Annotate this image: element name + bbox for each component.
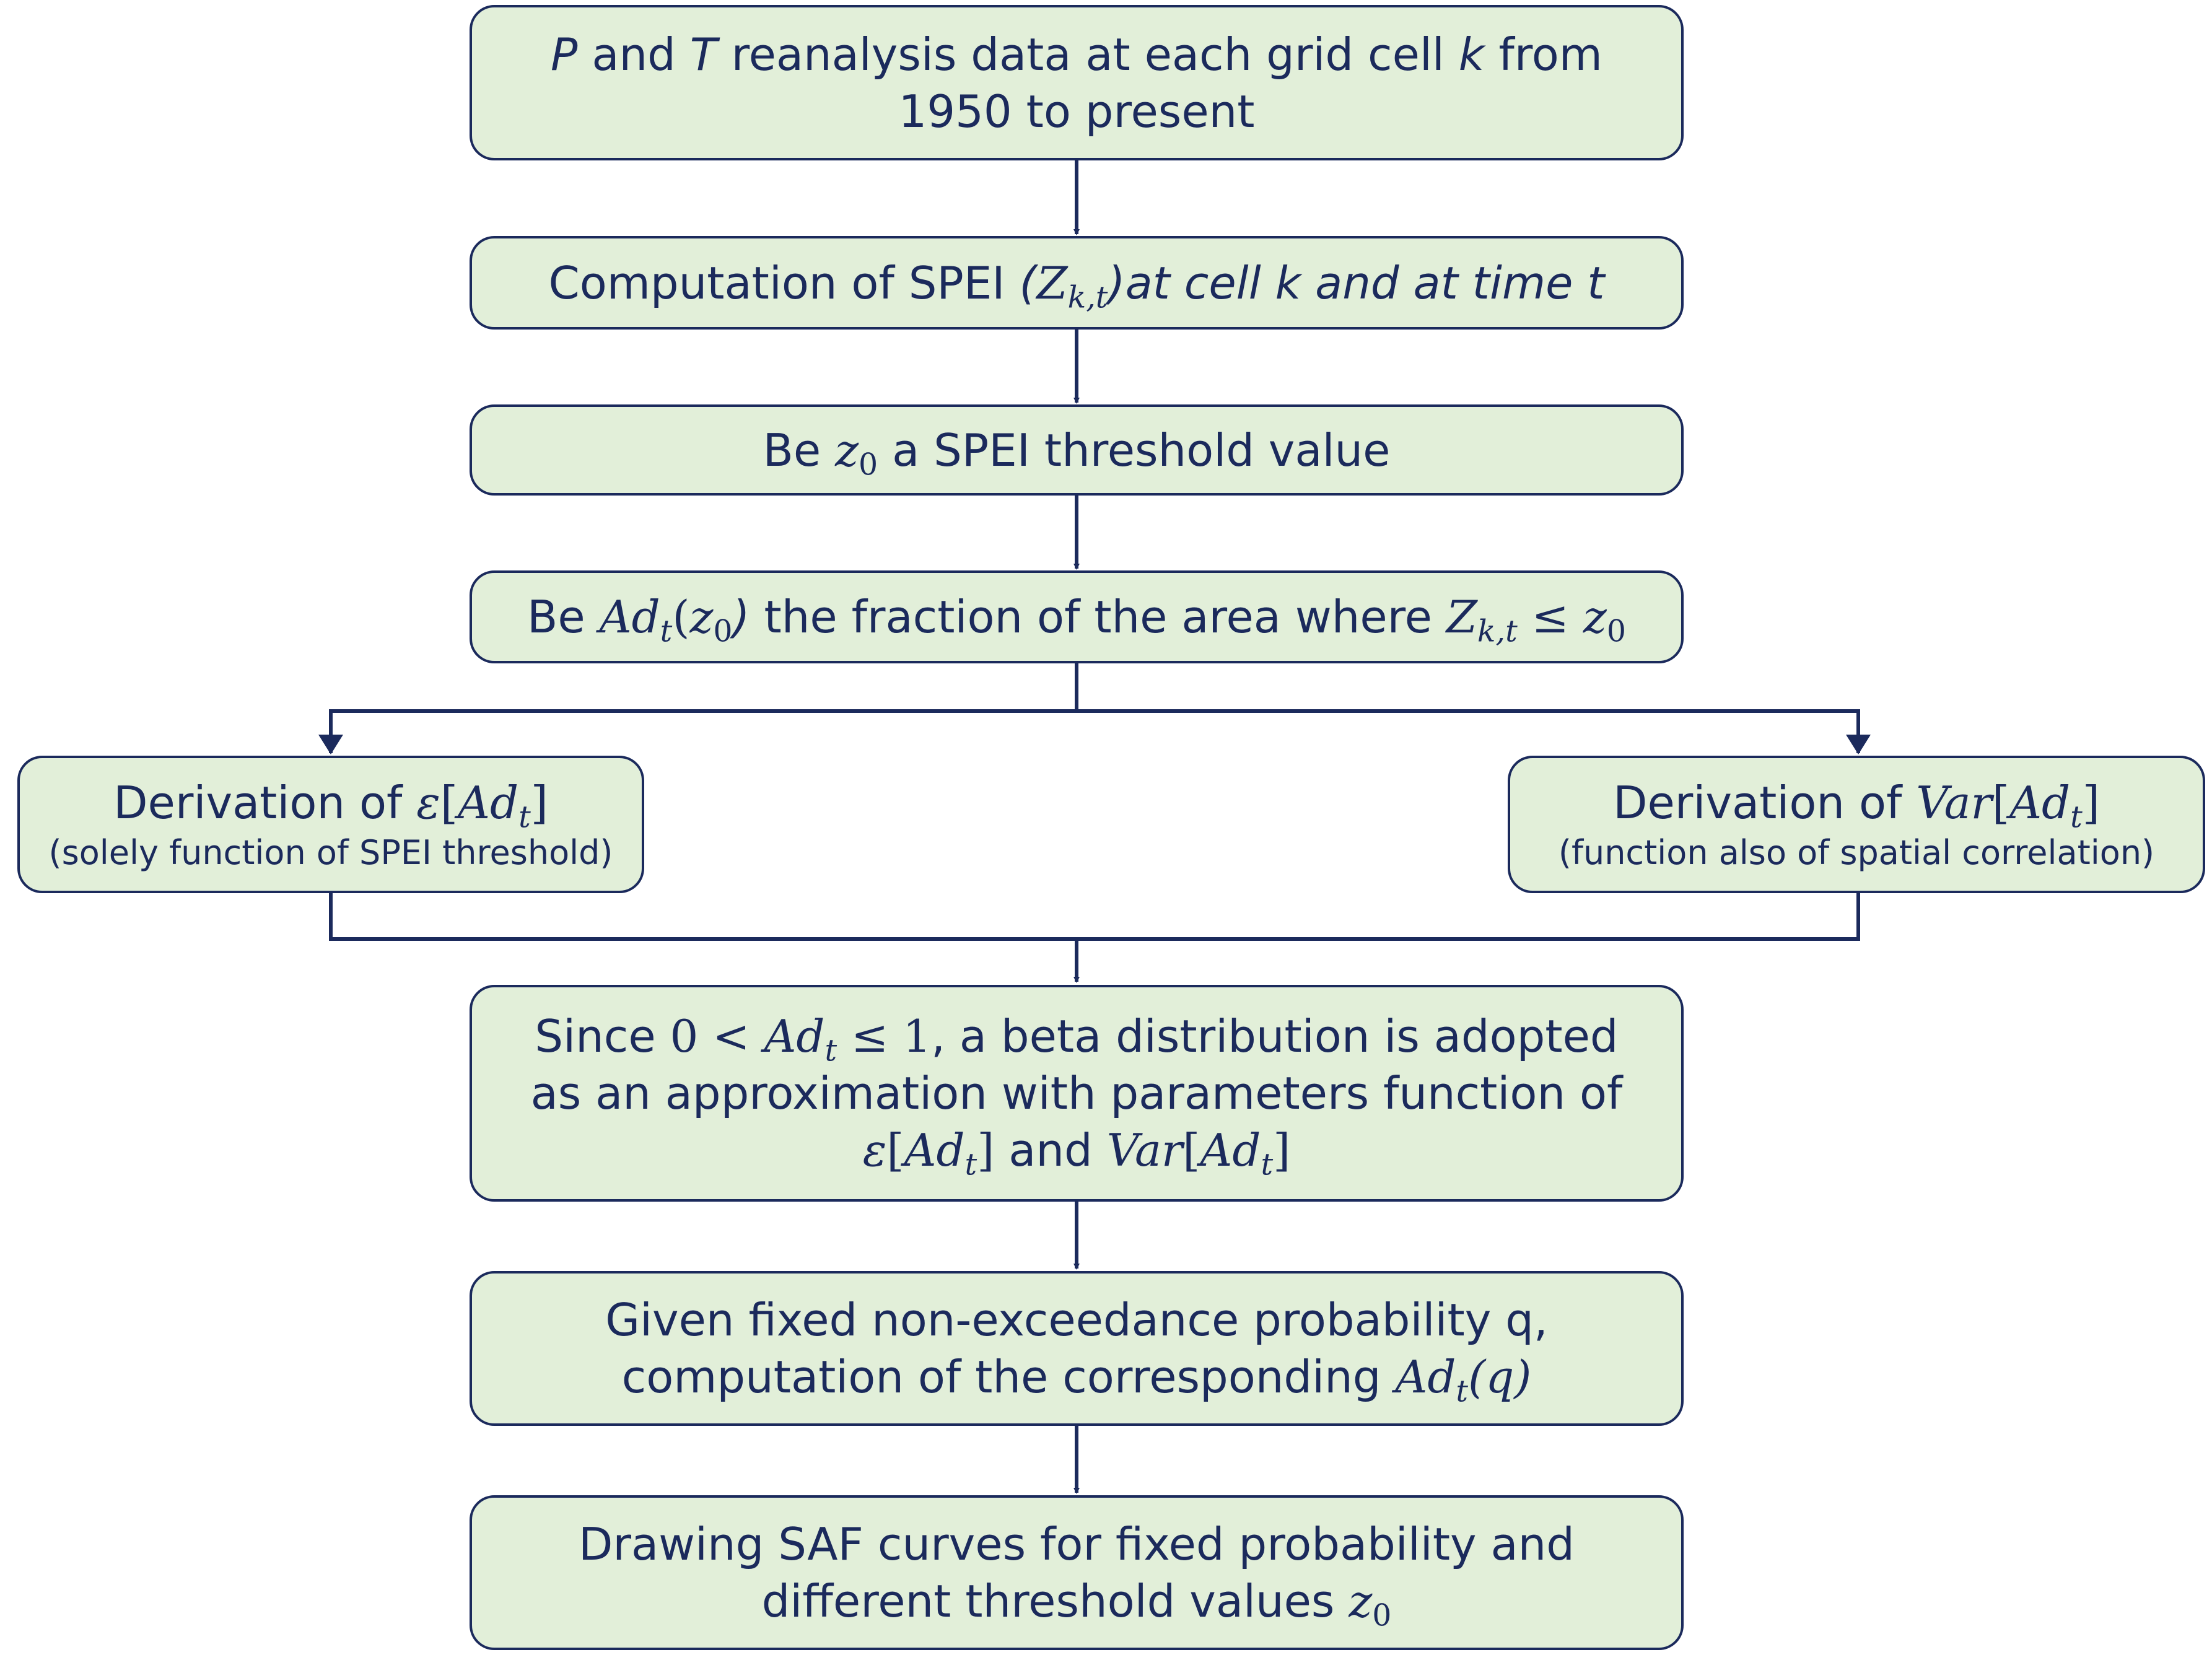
math-ad-subscript: t (1261, 1147, 1274, 1182)
bracket-open: [ (1183, 1124, 1200, 1176)
math-ad-subscript: t (964, 1147, 977, 1182)
step-variance: Derivation of Var[Adt] (function also of… (1508, 756, 2205, 893)
paren-open: ( (1019, 256, 1037, 309)
math-expectation: ε (862, 1124, 887, 1176)
step-beta-line2: as an approximation with parameters func… (530, 1067, 1623, 1119)
math-z0-subscript: 0 (859, 447, 878, 483)
math-z0-subscript: 0 (1372, 1597, 1392, 1633)
text-derivation: Derivation of (113, 777, 417, 829)
step-variance-line: Derivation of Var[Adt] (1613, 774, 2100, 832)
text-fraction: the fraction of the area where (750, 591, 1446, 643)
merge-connector (329, 893, 1860, 941)
math-ad: Ad (764, 1010, 825, 1062)
step-area-fraction-line: Be Adt(z0) the fraction of the area wher… (527, 588, 1626, 647)
text-beta-adopted: , a beta distribution is adopted (931, 1010, 1619, 1062)
math-q-arg: (q) (1468, 1351, 1532, 1403)
step-expectation-line: Derivation of ε[Adt] (113, 774, 548, 832)
math-z0-subscript: 0 (1606, 613, 1626, 649)
math-ad-subscript: t (518, 799, 531, 835)
step-beta-line1: Since 0 < Adt ≤ 1, a beta distribution i… (535, 1008, 1619, 1068)
step-threshold: Be z0 a SPEI threshold value (470, 404, 1684, 496)
math-z: Z (1036, 256, 1068, 309)
arrowhead-left (318, 735, 343, 754)
text-computation-corresponding: computation of the corresponding (621, 1351, 1396, 1403)
text-since: Since (535, 1010, 670, 1062)
step-beta-line3: ε[Adt] and Var[Adt] (862, 1122, 1291, 1182)
text-threshold-value: a SPEI threshold value (878, 424, 1391, 476)
step-probability-line1: Given fixed non-exceedance probability q… (605, 1294, 1548, 1346)
math-leq-one: ≤ 1 (837, 1010, 932, 1062)
math-ad: Ad (1200, 1124, 1261, 1176)
math-z0: z (689, 591, 714, 643)
text-and: and (577, 28, 690, 81)
step-area-fraction: Be Adt(z0) the fraction of the area wher… (470, 570, 1684, 663)
text-derivation: Derivation of (1613, 777, 1917, 829)
arrowhead-right (1846, 735, 1871, 754)
math-zero-lt: 0 < (670, 1010, 764, 1062)
paren-close: ) (732, 591, 750, 643)
step-variance-note: (function also of spatial correlation) (1558, 833, 2155, 872)
math-z0: z (1349, 1575, 1373, 1627)
step-reanalysis-data: P and T reanalysis data at each grid cel… (470, 5, 1684, 160)
text-be: Be (763, 424, 836, 476)
math-z: Z (1446, 591, 1477, 643)
step-probability-line2: computation of the corresponding Adt(q) (621, 1348, 1532, 1407)
math-z0: z (835, 424, 859, 476)
text-from: from (1484, 28, 1602, 81)
math-ad: Ad (2009, 777, 2071, 829)
split-connector (329, 709, 1860, 753)
step-threshold-line: Be z0 a SPEI threshold value (763, 422, 1391, 483)
step-saf-curves: Drawing SAF curves for fixed probability… (470, 1495, 1684, 1650)
var-p: P (551, 28, 578, 81)
math-variance: Var (1106, 1124, 1183, 1176)
math-ad: Ad (599, 591, 660, 643)
math-z0: z (1583, 591, 1607, 643)
step-spei-computation: Computation of SPEI (Zk,t)at cell k and … (470, 236, 1684, 330)
step-probability: Given fixed non-exceedance probability q… (470, 1271, 1684, 1426)
var-t: T (689, 28, 717, 81)
math-z-subscript: k,t (1477, 613, 1518, 649)
step-reanalysis-line1: P and T reanalysis data at each grid cel… (551, 26, 1602, 83)
math-ad-subscript: t (824, 1033, 837, 1068)
bracket-close: ] (2082, 777, 2100, 829)
math-ad-subscript: t (2070, 799, 2083, 835)
text-cell-time: at cell k and at time t (1125, 256, 1605, 309)
bracket-open: [ (1991, 777, 2010, 829)
bracket-open: [ (886, 1124, 904, 1176)
step-spei-line: Computation of SPEI (Zk,t)at cell k and … (548, 255, 1605, 315)
math-ad: Ad (458, 777, 519, 829)
paren-close: ) (1108, 256, 1126, 309)
text-threshold-values: different threshold values (761, 1575, 1349, 1627)
var-k: k (1458, 28, 1485, 81)
bracket-open: [ (440, 777, 458, 829)
math-ad: Ad (1395, 1351, 1456, 1403)
bracket-close: ] (977, 1124, 995, 1176)
math-z0-subscript: 0 (713, 613, 733, 649)
math-z-subscript: k,t (1067, 279, 1108, 315)
step-saf-line2: different threshold values z0 (761, 1573, 1392, 1633)
text-computation: Computation of SPEI (548, 256, 1020, 309)
step-saf-line1: Drawing SAF curves for fixed probability… (578, 1518, 1575, 1570)
math-leq: ≤ (1517, 591, 1583, 643)
step-expectation-note: (solely function of SPEI threshold) (48, 833, 613, 872)
text-reanalysis: reanalysis data at each grid cell (717, 28, 1459, 81)
math-expectation: ε (416, 777, 440, 829)
bracket-close: ] (530, 777, 548, 829)
paren-open: ( (672, 591, 690, 643)
text-and: and (994, 1124, 1107, 1176)
step-reanalysis-line2: 1950 to present (898, 85, 1255, 138)
math-variance: Var (1916, 777, 1992, 829)
math-ad: Ad (904, 1124, 965, 1176)
text-be: Be (527, 591, 600, 643)
math-ad-subscript: t (1456, 1373, 1469, 1409)
math-ad-subscript: t (660, 613, 673, 649)
step-expectation: Derivation of ε[Adt] (solely function of… (17, 756, 644, 893)
bracket-close: ] (1273, 1124, 1291, 1176)
step-beta-distribution: Since 0 < Adt ≤ 1, a beta distribution i… (470, 985, 1684, 1202)
